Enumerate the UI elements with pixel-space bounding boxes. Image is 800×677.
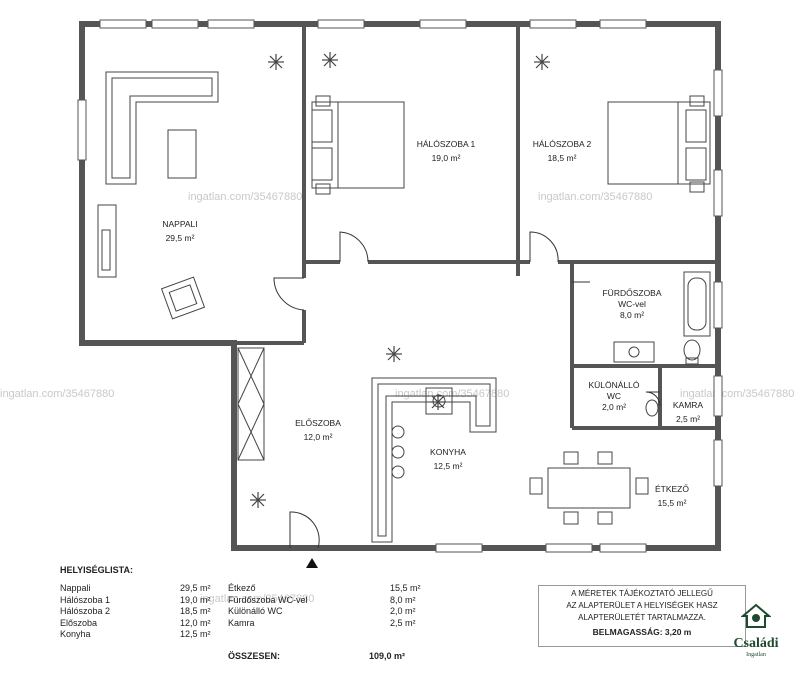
list-item-name: Hálószoba 2 xyxy=(60,606,111,617)
watermark-6: ingatlan.com/35467880 xyxy=(200,593,314,605)
list-item-name: Kamra xyxy=(228,617,255,628)
doors xyxy=(273,231,661,549)
room-area-nappali: 29,5 m² xyxy=(166,233,195,243)
list-item-name: Különálló WC xyxy=(228,606,283,617)
bathroom-fixtures xyxy=(613,271,711,365)
room-area-halo2: 18,5 m² xyxy=(548,153,577,163)
bed-halo1 xyxy=(311,95,405,195)
room-list-right-areas: 15,5 m² 8,0 m² 2,0 m² 2,5 m² xyxy=(390,583,421,629)
brand-logo: Családi Ingatlan xyxy=(728,603,784,669)
room-area-eloszoba: 12,0 m² xyxy=(304,432,333,442)
kitchen-counter xyxy=(371,377,497,543)
list-item-name: Előszoba xyxy=(60,617,98,628)
logo-sub: Ingatlan xyxy=(746,652,766,658)
logo-name: Családi xyxy=(733,636,779,651)
inner-walls xyxy=(234,24,718,430)
house-icon xyxy=(740,603,772,628)
disclaimer-line-1: A MÉRETEK TÁJÉKOZTATÓ JELLEGŰ xyxy=(571,589,713,598)
disclaimer-line-2: AZ ALAPTERÜLET A HELYISÉGEK HASZ xyxy=(566,601,718,610)
room-list-right-names: Étkező Fürdőszoba WC-vel Különálló WC Ka… xyxy=(228,583,308,629)
nappali-label: NAPPALI 29,5 m² xyxy=(162,219,197,243)
watermarks: ingatlan.com/35467880 ingatlan.com/35467… xyxy=(0,191,794,605)
light-icon xyxy=(534,54,550,70)
room-list: HELYISÉGLISTA: Nappali Hálószoba 1 Hálós… xyxy=(60,565,460,670)
room-area-konyha: 12,5 m² xyxy=(434,461,463,471)
nappali-furniture xyxy=(97,71,219,320)
list-item-name: Konyha xyxy=(60,629,91,640)
watermark-1: ingatlan.com/35467880 xyxy=(188,191,302,203)
light-icon xyxy=(268,54,284,70)
list-item-area: 19,0 m² xyxy=(180,594,211,605)
watermark-3: ingatlan.com/35467880 xyxy=(0,388,114,400)
ceiling-height: BELMAGASSÁG: 3,20 m xyxy=(592,627,692,637)
list-item-area: 8,0 m² xyxy=(390,594,416,605)
watermark-5: ingatlan.com/35467880 xyxy=(680,388,794,400)
room-sublabel-furdo: WC-vel xyxy=(618,299,646,309)
light-icon xyxy=(430,394,446,410)
list-item-name: Étkező xyxy=(228,583,256,593)
entrance-arrow-icon xyxy=(306,558,318,568)
room-name-konyha: KONYHA xyxy=(430,447,466,457)
total-label: ÖSSZESEN: xyxy=(228,651,281,661)
disclaimer-box: A MÉRETEK TÁJÉKOZTATÓ JELLEGŰ AZ ALAPTER… xyxy=(538,585,746,647)
dining-table xyxy=(529,451,649,525)
room-name-nappali: NAPPALI xyxy=(162,219,197,229)
room-name-etkezo: ÉTKEZŐ xyxy=(655,484,689,494)
list-item-area: 18,5 m² xyxy=(180,606,211,617)
list-item-area: 15,5 m² xyxy=(390,583,421,593)
outer-walls xyxy=(79,21,721,551)
list-item-area: 12,0 m² xyxy=(180,617,211,628)
room-area-kamra: 2,5 m² xyxy=(676,414,700,424)
room-area-furdo: 8,0 m² xyxy=(620,310,644,320)
room-list-left-names: Nappali Hálószoba 1 Hálószoba 2 Előszoba… xyxy=(60,583,110,641)
list-item-name: Hálószoba 1 xyxy=(60,594,111,605)
watermark-2: ingatlan.com/35467880 xyxy=(538,191,652,203)
disclaimer-line-3: ALAPTERÜLETÉT TARTALMAZZA. xyxy=(578,613,706,622)
room-name-halo1: HÁLÓSZOBA 1 xyxy=(417,139,476,149)
room-sublabel-wc: WC xyxy=(607,391,621,401)
list-item-area: 2,0 m² xyxy=(390,606,416,617)
room-name-halo2: HÁLÓSZOBA 2 xyxy=(533,139,592,149)
light-icon xyxy=(322,52,338,68)
room-name-furdo: FÜRDŐSZOBA xyxy=(602,288,661,298)
room-name-eloszoba: ELŐSZOBA xyxy=(295,418,341,428)
bed-halo2 xyxy=(607,95,711,193)
room-area-etkezo: 15,5 m² xyxy=(658,498,687,508)
list-item-name: Fürdőszoba WC-vel xyxy=(228,594,308,605)
light-icon xyxy=(386,346,402,362)
list-item-name: Nappali xyxy=(60,583,91,593)
list-item-area: 2,5 m² xyxy=(390,617,416,628)
list-item-area: 12,5 m² xyxy=(180,629,211,640)
light-icon xyxy=(250,492,266,508)
room-area-wc: 2,0 m² xyxy=(602,402,626,412)
room-list-title: HELYISÉGLISTA: xyxy=(60,565,134,575)
total-value: 109,0 m² xyxy=(369,651,406,661)
list-item-area: 29,5 m² xyxy=(180,583,211,593)
room-name-kamra: KAMRA xyxy=(673,400,704,410)
ceiling-lights xyxy=(250,52,550,508)
room-area-halo1: 19,0 m² xyxy=(432,153,461,163)
wardrobe xyxy=(237,347,265,461)
room-name-wc: KÜLÖNÁLLÓ xyxy=(588,380,639,390)
wc-fixtures xyxy=(645,399,659,417)
windows xyxy=(77,19,723,553)
room-list-left-areas: 29,5 m² 19,0 m² 18,5 m² 12,0 m² 12,5 m² xyxy=(180,583,211,641)
